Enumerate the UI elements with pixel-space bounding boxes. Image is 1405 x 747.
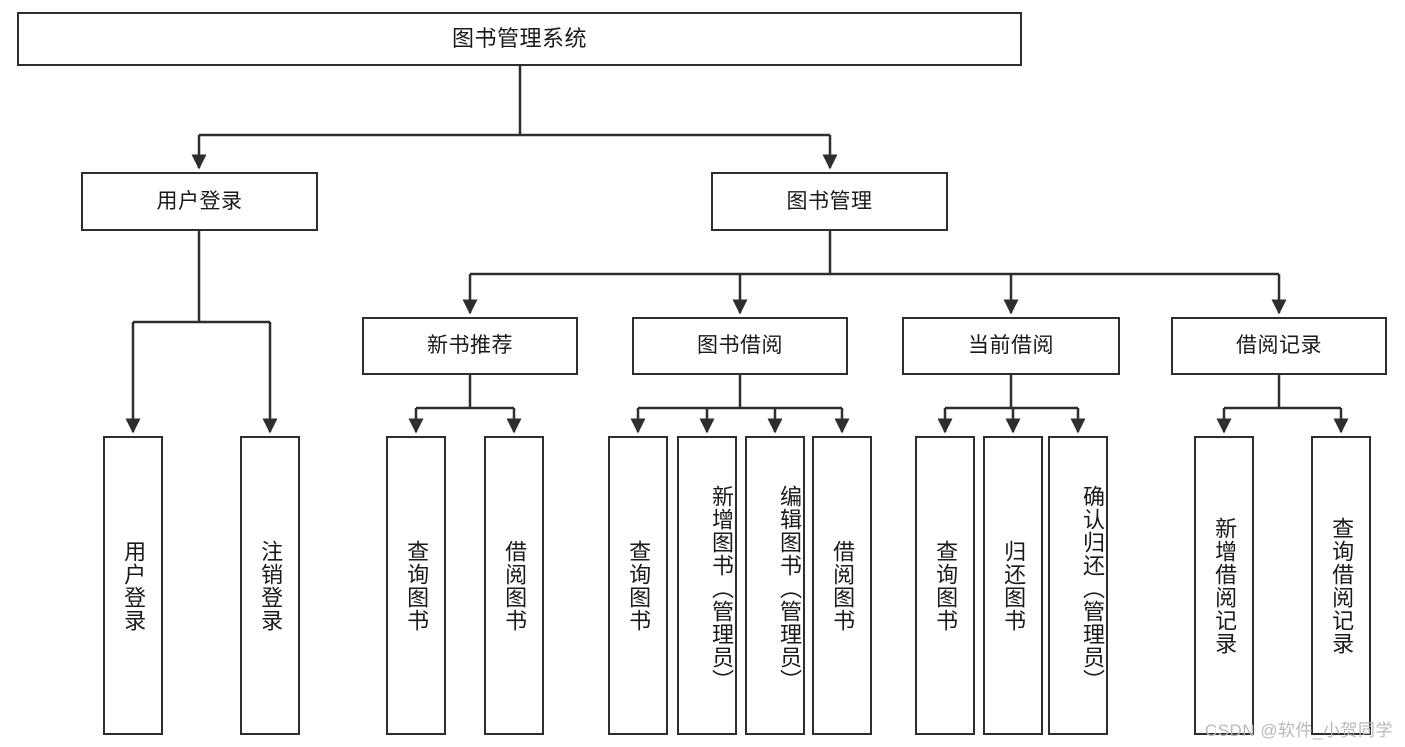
node-borrow-record[interactable]: 借阅记录 — [1171, 317, 1387, 375]
leaf-book-borrow-edit[interactable]: 编辑图书（管理员） — [745, 436, 805, 735]
leaf-user-login-logout[interactable]: 注销登录 — [240, 436, 300, 735]
node-book-borrow[interactable]: 图书借阅 — [632, 317, 848, 375]
leaf-current-borrow-query[interactable]: 查询图书 — [915, 436, 975, 735]
leaf-borrow-record-query[interactable]: 查询借阅记录 — [1311, 436, 1371, 735]
leaf-current-borrow-confirm-return[interactable]: 确认归还（管理员） — [1048, 436, 1108, 735]
node-book-management[interactable]: 图书管理 — [711, 172, 948, 231]
node-user-login[interactable]: 用户登录 — [81, 172, 318, 231]
node-root-system[interactable]: 图书管理系统 — [17, 12, 1022, 66]
csdn-watermark: CSDN @软件_小贺同学 — [1204, 721, 1393, 740]
leaf-new-book-query[interactable]: 查询图书 — [386, 436, 446, 735]
leaf-book-borrow-query[interactable]: 查询图书 — [608, 436, 668, 735]
leaf-borrow-record-add[interactable]: 新增借阅记录 — [1194, 436, 1254, 735]
leaf-new-book-borrow[interactable]: 借阅图书 — [484, 436, 544, 735]
leaf-book-borrow-lend[interactable]: 借阅图书 — [812, 436, 872, 735]
leaf-current-borrow-return[interactable]: 归还图书 — [983, 436, 1043, 735]
node-new-book-recommend[interactable]: 新书推荐 — [362, 317, 578, 375]
leaf-book-borrow-add[interactable]: 新增图书（管理员） — [677, 436, 737, 735]
node-current-borrow[interactable]: 当前借阅 — [902, 317, 1120, 375]
leaf-user-login-login[interactable]: 用户登录 — [103, 436, 163, 735]
